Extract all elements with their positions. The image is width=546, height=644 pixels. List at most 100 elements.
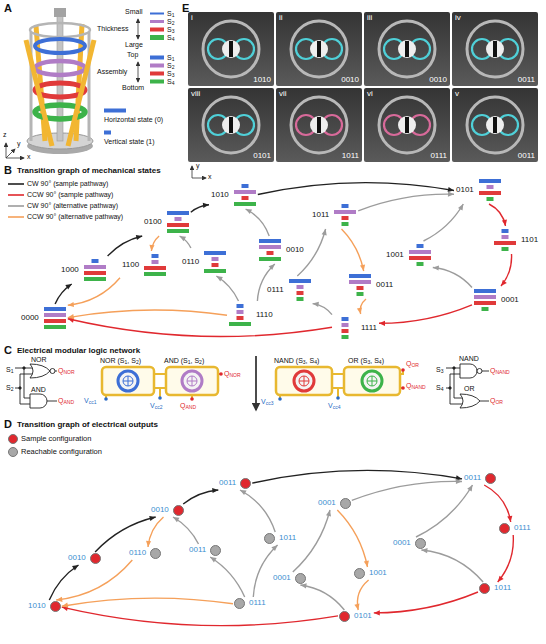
thickness-key <box>138 13 164 41</box>
logic-gates-right-part <box>453 367 455 369</box>
tile-number: iv <box>455 14 461 22</box>
arrowhead <box>149 245 154 251</box>
transition-line <box>293 510 330 572</box>
output-node: 1010 <box>27 601 61 612</box>
transition-line <box>484 485 511 522</box>
output-code: 0010 <box>67 554 87 562</box>
circuit-boards-part <box>118 371 138 391</box>
subscript: 2 <box>11 386 14 392</box>
frame-ring <box>203 97 259 153</box>
output-node: 1011 <box>264 533 297 544</box>
config-dot <box>295 573 306 584</box>
transition-line <box>210 557 245 597</box>
arrowhead <box>379 321 385 326</box>
output-node: 0011 <box>463 473 496 484</box>
transition-line <box>180 236 191 248</box>
bar-stack <box>233 182 257 208</box>
subscript: OR <box>495 399 503 405</box>
photo-detail <box>188 12 274 86</box>
circuit-boards-part <box>187 376 197 386</box>
bar-sample <box>104 109 126 113</box>
bar-stack <box>43 305 67 331</box>
layer-bar <box>342 335 349 339</box>
device-illustration-part <box>57 16 63 141</box>
axis-triad-part <box>6 149 15 158</box>
transition-line <box>56 560 132 600</box>
frame-ring <box>203 21 259 77</box>
device-illustration-part <box>35 61 85 75</box>
legend-sample <box>8 214 24 220</box>
transition-arrow <box>342 229 366 271</box>
signal-name: S4 <box>436 384 443 391</box>
bar-stack <box>258 237 282 263</box>
subscript: 1 <box>188 359 191 365</box>
output-code: 0101 <box>353 612 373 620</box>
circuit-boards-part <box>336 396 340 400</box>
layer-bar <box>267 251 274 255</box>
layer-bar <box>237 304 244 308</box>
state-code: 1101 <box>520 236 539 244</box>
legend-item: Vertical state (1) <box>104 130 155 145</box>
layer-bar <box>296 291 303 295</box>
panel-letter: A <box>4 3 12 14</box>
config-dot <box>150 548 161 559</box>
transition-arrow <box>416 485 473 537</box>
photo-tile: iv0011 <box>452 12 538 86</box>
arrowhead <box>72 565 79 571</box>
logic-gates-left <box>15 364 57 408</box>
bar-stack <box>166 209 190 235</box>
transition-arrow <box>358 192 454 211</box>
arrowhead <box>357 308 362 314</box>
photo-detail <box>188 88 274 162</box>
state-code: 1011 <box>311 211 330 219</box>
layer-bar <box>84 271 106 275</box>
transition-line <box>498 535 514 582</box>
pin-name: Vcc1 <box>84 397 97 404</box>
transition-line <box>95 517 156 552</box>
layer-bar <box>479 191 501 195</box>
subscript: cc4 <box>333 404 341 410</box>
logic-gates-left-part <box>47 401 57 402</box>
layer-bar <box>237 316 244 320</box>
layer-bar <box>342 216 349 220</box>
transition-line <box>68 278 120 306</box>
subscript: 3 <box>172 28 175 34</box>
layer-bar <box>259 257 281 261</box>
config-dot <box>50 601 61 612</box>
layer-bar <box>342 222 349 226</box>
layer-bar <box>44 325 66 329</box>
state-node: 0010 <box>258 237 305 263</box>
output-node: 0010 <box>67 553 101 564</box>
arrowhead <box>354 604 359 610</box>
arrowhead <box>326 510 331 517</box>
layer-name: S3 <box>167 70 174 77</box>
arrowhead <box>374 610 380 615</box>
transition-arrow <box>489 204 507 226</box>
tile-code: 0010 <box>429 76 447 84</box>
circuit-boards <box>102 367 405 401</box>
tile-number: v <box>455 90 459 98</box>
logic-gates-right-part <box>460 364 477 378</box>
transition-arrow <box>149 236 159 251</box>
output-code: 0011 <box>188 546 207 554</box>
config-dot <box>340 498 351 509</box>
device-illustration-part <box>30 23 90 37</box>
transition-line <box>240 490 275 532</box>
layer-bar <box>342 204 349 208</box>
transition-line <box>358 194 454 211</box>
photo-detail <box>452 12 538 86</box>
arrowhead <box>448 187 454 192</box>
transition-arrow <box>68 278 120 307</box>
photo-tile: ii0010 <box>276 12 362 86</box>
output-node: 0110 <box>128 548 161 559</box>
subscript: 2 <box>172 20 175 26</box>
arrowhead <box>421 548 427 553</box>
legend-text: CCW 90° (alternative pathway) <box>27 213 123 220</box>
config-dot <box>339 611 350 622</box>
circuit-boards-part <box>276 367 332 395</box>
tile-code: 1011 <box>342 152 359 160</box>
output-node: 0011 <box>188 545 221 556</box>
arrowhead <box>360 265 365 271</box>
legend-sample <box>104 108 126 113</box>
logic-gates-left-part <box>19 387 21 389</box>
